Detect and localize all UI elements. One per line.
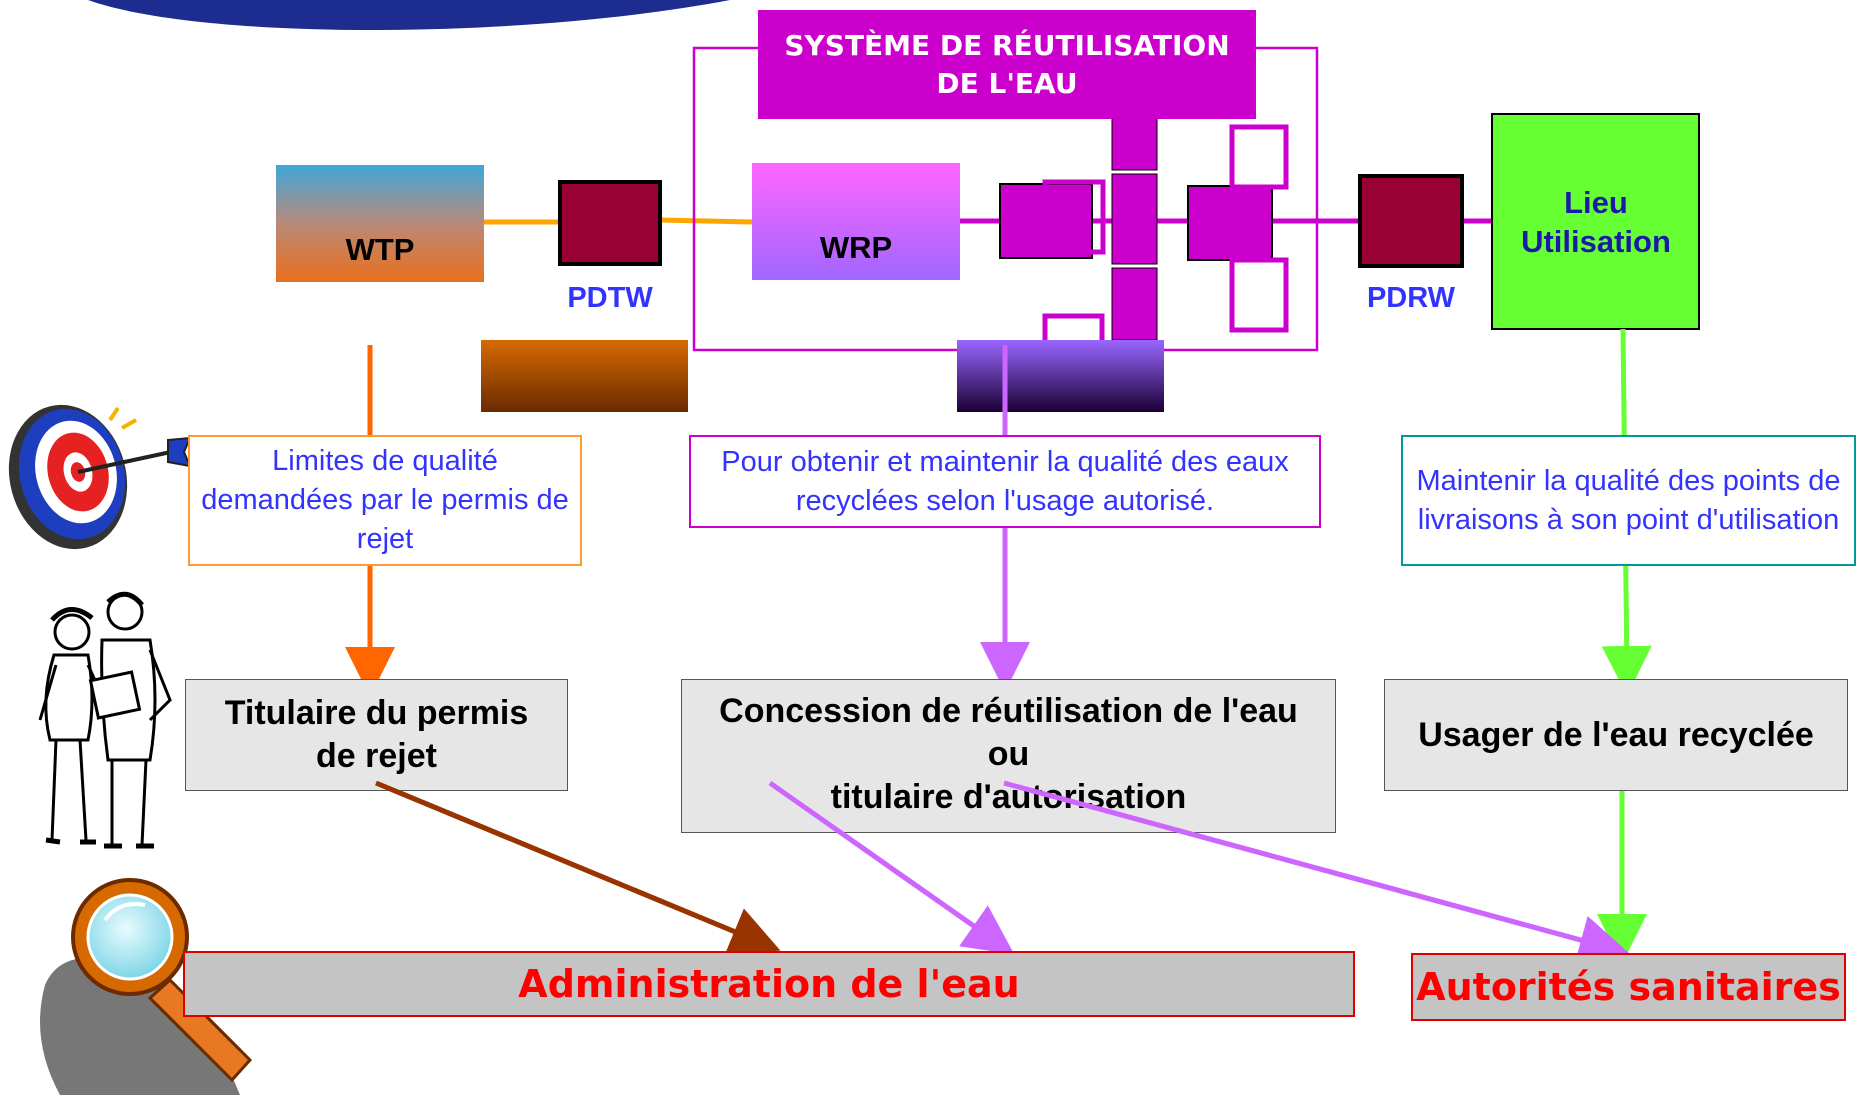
splitter-block: [1187, 185, 1273, 261]
brown-block: [481, 340, 688, 412]
wtp-label: WTP: [345, 232, 415, 267]
actor-concession-line3: titulaire d'autorisation: [830, 778, 1187, 816]
actor-concession: Concession de réutilisation de l'eau ou …: [681, 679, 1336, 833]
wtp-box: [276, 165, 484, 282]
wrp-box: [752, 163, 960, 280]
actor-concession-line2: ou: [987, 735, 1030, 773]
column-seg-2: [1111, 173, 1158, 265]
people-icon: [38, 591, 172, 849]
target-icon: [8, 404, 192, 550]
info-recycled-quality: Pour obtenir et maintenir la qualité des…: [689, 435, 1321, 528]
pdtw-label: PDTW: [567, 281, 653, 314]
info-delivery-quality: Maintenir la qualité des points de livra…: [1401, 435, 1856, 566]
actor-permit-holder: Titulaire du permis de rejet: [185, 679, 568, 791]
lieu-box: [1491, 113, 1700, 330]
loop-bottom: [1229, 257, 1289, 333]
valve-outline: [1042, 179, 1106, 255]
lieu-label: Lieu Utilisation: [1521, 185, 1671, 259]
actor-concession-line1: Concession de réutilisation de l'eau: [719, 692, 1298, 730]
column-seg-1: [1111, 117, 1158, 171]
authority-water-administration: Administration de l'eau: [183, 951, 1355, 1017]
loop-top: [1229, 124, 1289, 190]
header-arc: [88, 0, 730, 30]
pdrw-label: PDRW: [1366, 281, 1456, 314]
actor-recycled-water-user: Usager de l'eau recyclée: [1384, 679, 1848, 791]
wrp-label: WRP: [819, 230, 893, 265]
info-quality-limits: Limites de qualité demandées par le perm…: [188, 435, 582, 566]
pdrw-box: [1358, 174, 1464, 268]
system-title: SYSTÈME DE RÉUTILISATION DE L'EAU: [758, 10, 1256, 119]
column-seg-3: [1111, 267, 1158, 341]
storage-block: [957, 340, 1164, 412]
pipe-pdtw-wrp: [659, 217, 753, 225]
pdtw-box: [558, 180, 662, 266]
authority-health: Autorités sanitaires: [1411, 953, 1846, 1021]
